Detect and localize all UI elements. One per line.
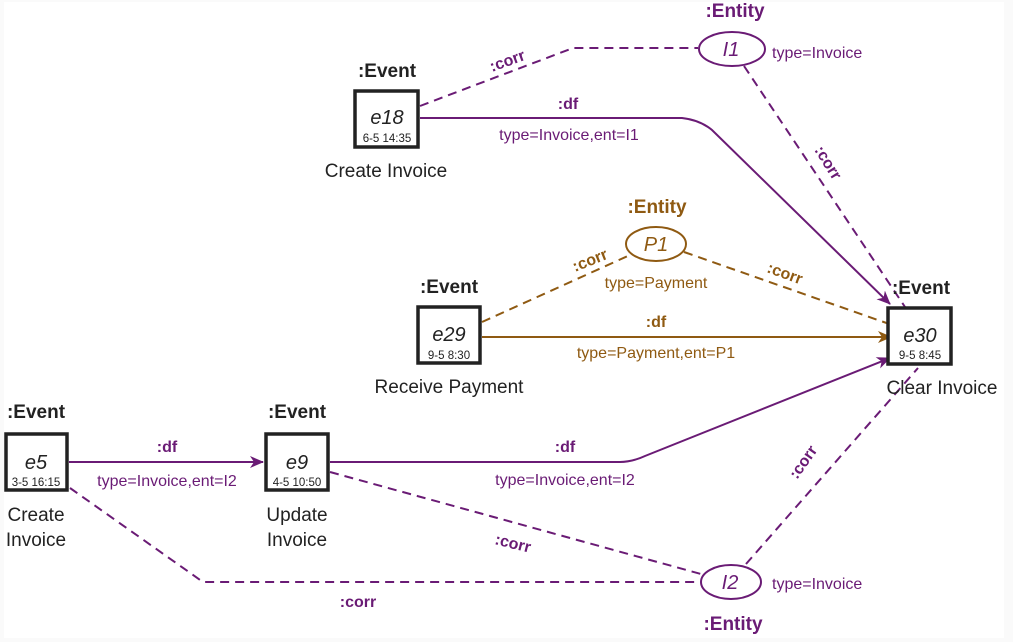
entity-id: I1 [723,39,740,61]
entity-id: I2 [722,572,739,594]
edge-line[interactable] [330,357,891,463]
entity-type-header: :Entity [703,614,763,635]
event-activity-label-line1: Create [7,505,64,526]
event-activity-label: Create Invoice [325,161,448,182]
event-timestamp: 6-5 14:35 [363,133,412,145]
edge-df-e9-e30[interactable]: :df type=Invoice,ent=I2 [330,357,891,489]
entity-node-i2[interactable]: :Entity I2 type=Invoice [700,564,862,635]
event-timestamp: 4-5 10:50 [273,477,322,489]
event-type-header: :Event [420,277,479,298]
edge-attrs-label: type=Invoice,ent=I2 [495,472,635,489]
edge-kind-label: :corr [340,594,376,611]
edge-kind-label: :corr [811,143,845,183]
event-node-e18[interactable]: :Event e18 6-5 14:35 Create Invoice [325,61,448,182]
edge-df-e18-e30[interactable]: :df type=Invoice,ent=I1 [420,96,891,305]
event-timestamp: 9-5 8:30 [428,350,470,362]
edge-attrs-label: type=Invoice,ent=I1 [499,127,639,144]
edge-line[interactable] [69,487,700,583]
diagram-canvas: :corr :df type=Invoice,ent=I1 :corr :cor… [4,1,1004,638]
event-node-e5[interactable]: :Event e5 3-5 16:15 Create Invoice [4,402,69,551]
entity-type-label: type=Payment [605,275,708,292]
edge-line[interactable] [329,471,702,575]
edge-kind-label: :corr [488,47,528,75]
edge-df-e29-e30[interactable]: :df type=Payment,ent=P1 [482,314,892,362]
event-id: e9 [286,452,308,474]
event-node-e9[interactable]: :Event e9 4-5 10:50 Update Invoice [264,402,330,551]
entity-type-header: :Entity [705,1,765,22]
event-timestamp: 3-5 16:15 [12,477,61,489]
edge-attrs-label: type=Invoice,ent=I2 [97,473,237,490]
event-id: e18 [370,107,403,129]
entity-node-p1[interactable]: :Entity P1 type=Payment [605,197,708,292]
edge-attrs-label: type=Payment,ent=P1 [577,345,735,362]
edge-kind-label: :df [558,96,579,113]
event-activity-label-line2: Invoice [267,530,327,551]
edge-line[interactable] [743,65,906,308]
event-box[interactable] [886,306,953,366]
edge-kind-label: :corr [765,260,805,288]
entity-id: P1 [644,234,668,256]
event-type-header: :Event [7,402,66,423]
edge-kind-label: :df [157,439,178,456]
event-node-e29[interactable]: :Event e29 9-5 8:30 Receive Payment [375,277,525,398]
entity-type-header: :Entity [627,197,687,218]
entity-type-label: type=Invoice [772,45,862,62]
edge-kind-label: :df [555,439,576,456]
edge-corr-p1-e30[interactable]: :corr [683,251,896,327]
edge-line[interactable] [481,254,631,323]
event-id: e30 [903,325,936,347]
edge-df-e5-e9[interactable]: :df type=Invoice,ent=I2 [69,439,264,490]
event-id: e5 [25,452,48,474]
event-activity-label-line2: Invoice [6,530,66,551]
event-node-e30[interactable]: :Event e30 9-5 8:45 Clear Invoice [886,278,998,399]
edge-kind-label: :corr [786,443,821,483]
event-type-header: :Event [892,278,951,299]
edge-line[interactable] [745,367,919,565]
event-id: e29 [432,324,465,346]
edge-kind-label: :corr [570,246,610,275]
event-type-header: :Event [268,402,327,423]
event-type-header: :Event [358,61,417,82]
event-activity-label: Receive Payment [375,377,525,398]
edge-kind-label: :corr [493,531,532,556]
edge-line[interactable] [419,47,698,107]
event-box[interactable] [264,432,330,492]
event-box[interactable] [4,432,69,492]
edge-corr-e5-i2[interactable]: :corr [69,487,700,611]
event-box[interactable] [416,305,482,365]
event-box[interactable] [353,89,420,149]
entity-ellipse[interactable] [625,226,687,262]
edge-line[interactable] [420,117,891,305]
entity-ellipse[interactable] [698,31,766,67]
entity-ellipse[interactable] [700,564,762,600]
edge-kind-label: :df [646,314,667,331]
entity-node-i1[interactable]: :Entity I1 type=Invoice [698,1,862,67]
event-activity-label-line1: Update [266,505,327,526]
event-activity-label: Clear Invoice [887,378,998,399]
event-timestamp: 9-5 8:45 [899,350,941,362]
entity-type-label: type=Invoice [772,576,862,593]
edge-line[interactable] [683,251,896,327]
